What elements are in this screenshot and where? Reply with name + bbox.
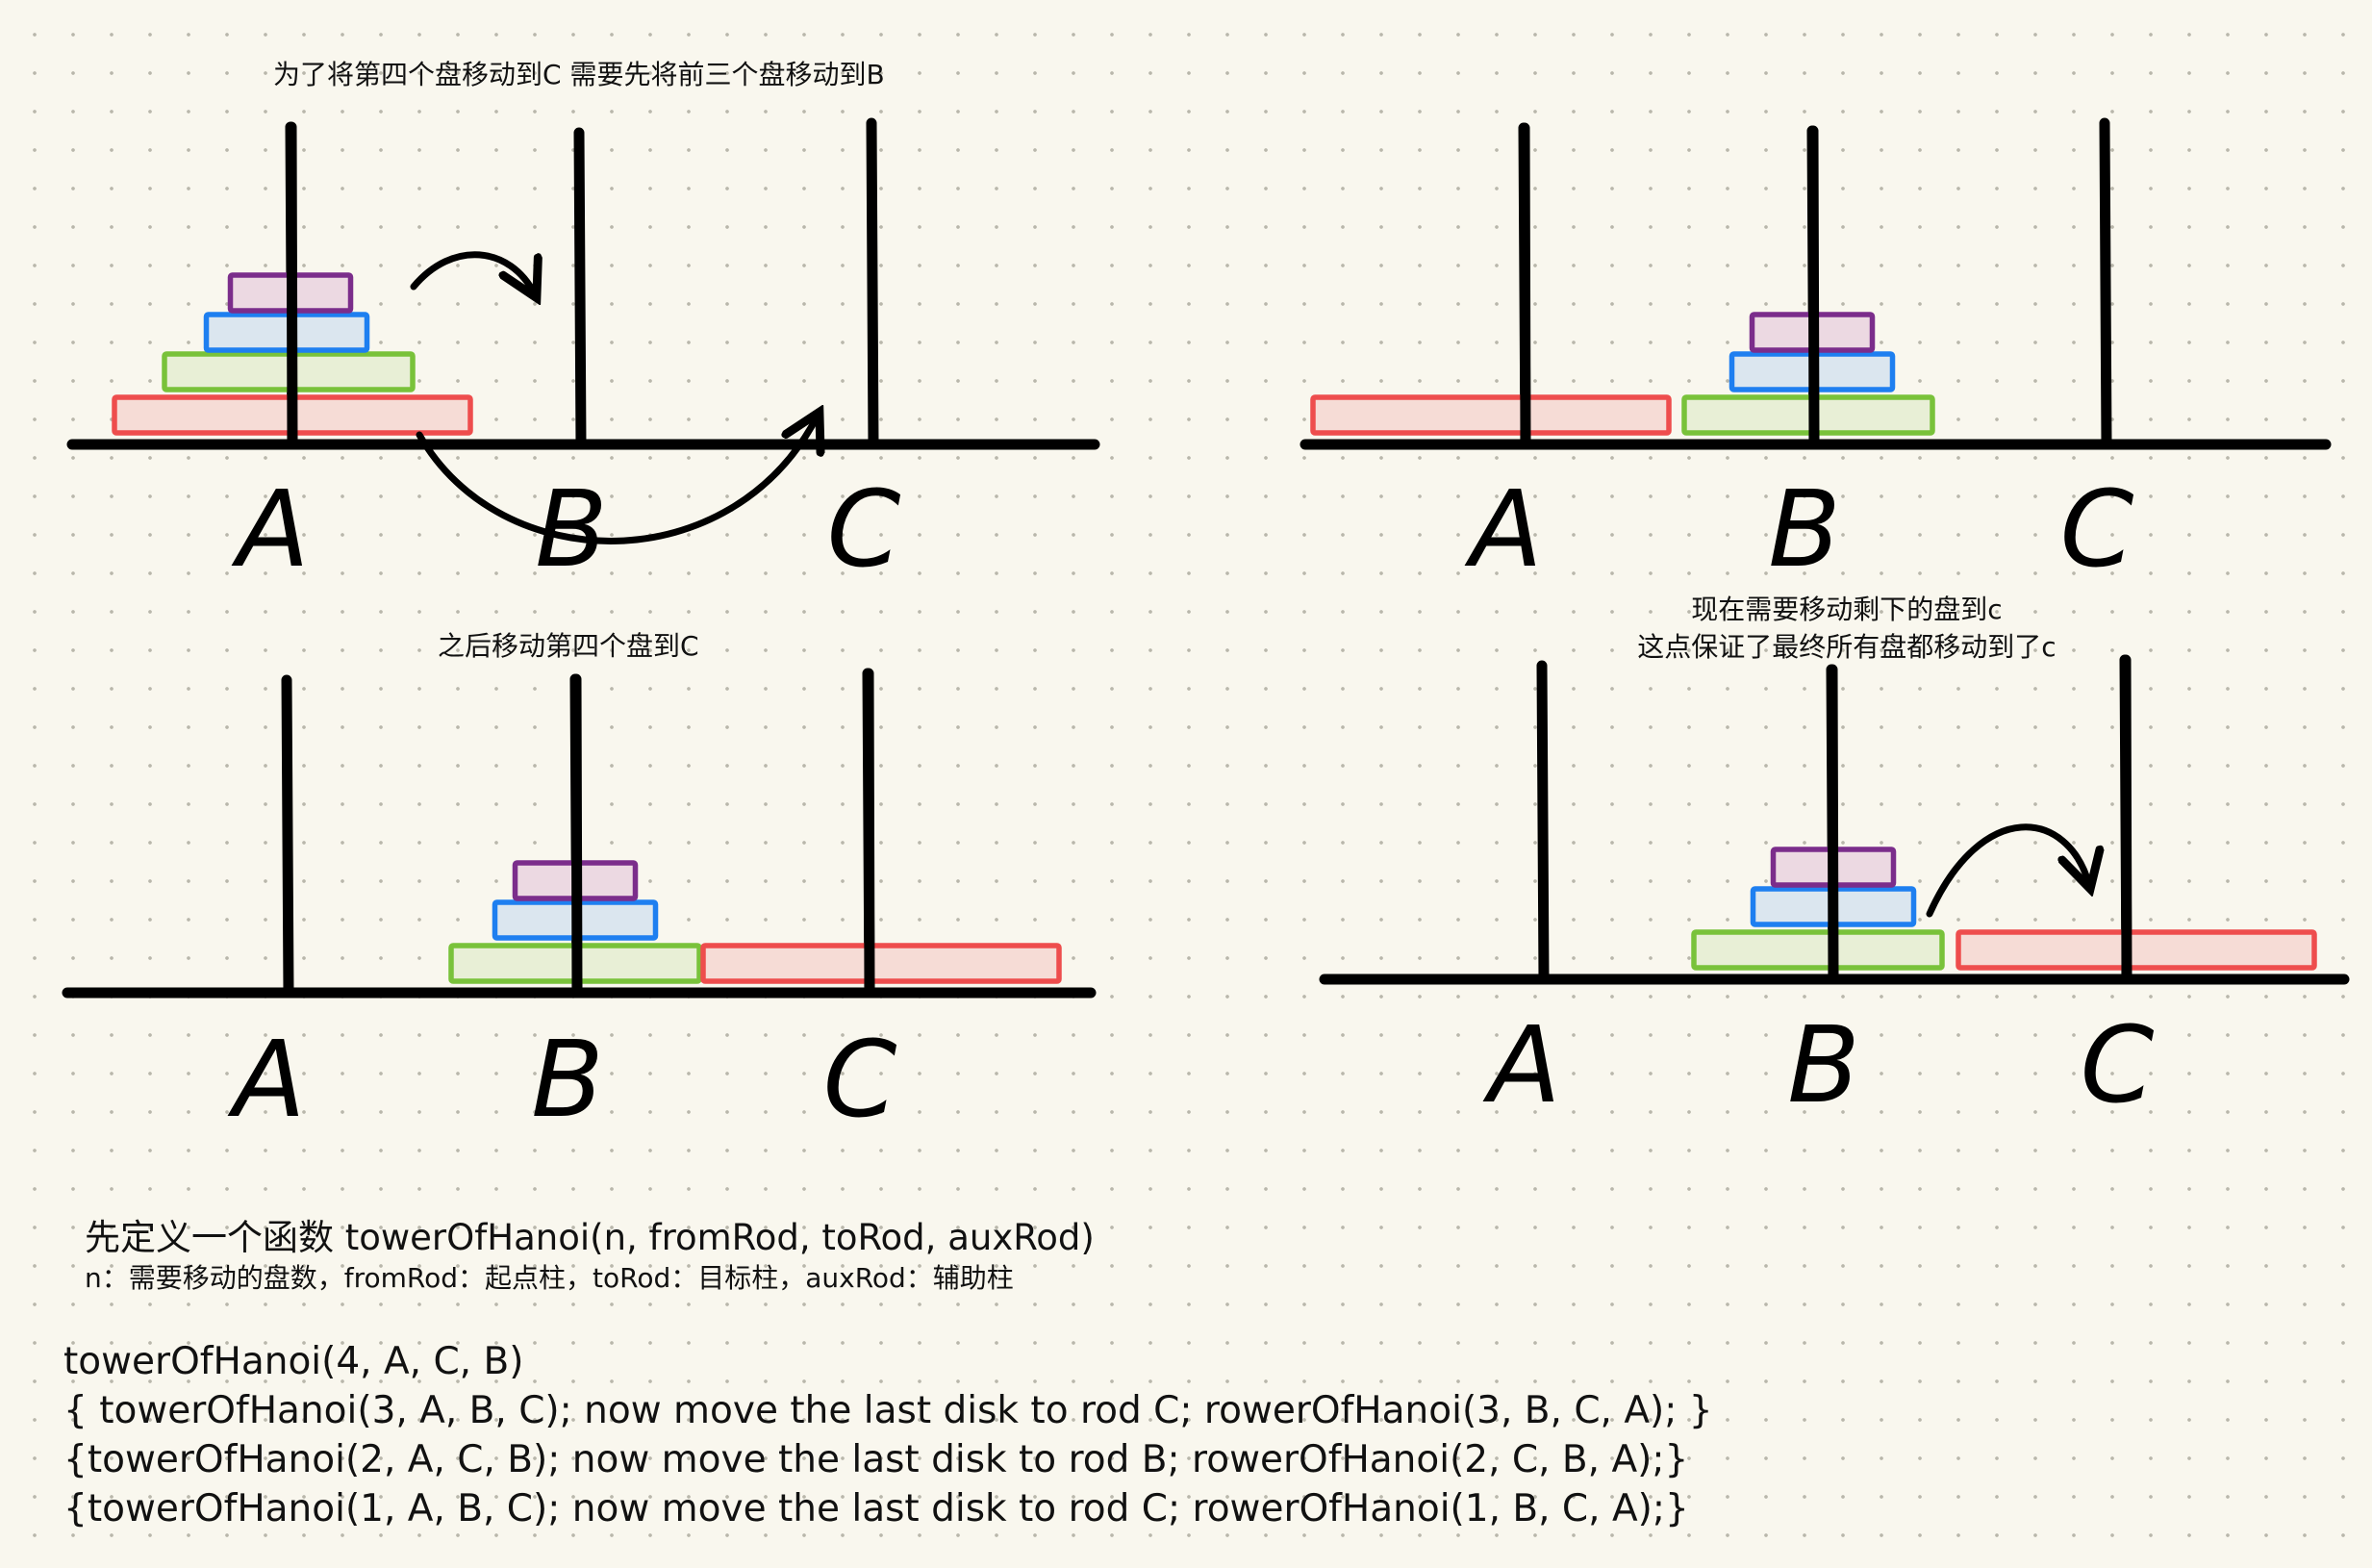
rod-label-c: C xyxy=(823,1018,897,1141)
panel4-caption-line1: 现在需要移动剩下的盘到c xyxy=(1691,594,2003,625)
panel-3: A B C xyxy=(62,668,1097,1141)
rod-label-c: C xyxy=(2081,1003,2155,1126)
code-line: {towerOfHanoi(2, A, C, B); now move the … xyxy=(63,1438,1689,1481)
rod-label-a: A xyxy=(231,468,309,591)
disk-4 xyxy=(700,943,1062,984)
rod-c xyxy=(866,117,879,450)
disk-3 xyxy=(1691,929,1945,971)
rod-c-front xyxy=(863,668,875,999)
rod-label-b: B xyxy=(531,1018,603,1141)
rod-label-c: C xyxy=(2060,468,2134,591)
panel-4: A B C xyxy=(1319,654,2350,1126)
recursion-trace: towerOfHanoi(4, A, C, B) { towerOfHanoi(… xyxy=(63,1337,1713,1533)
code-line: towerOfHanoi(4, A, C, B) xyxy=(63,1340,524,1383)
code-line: { towerOfHanoi(3, A, B, C); now move the… xyxy=(63,1389,1713,1432)
rod-b-front xyxy=(570,673,583,999)
rod-a xyxy=(281,674,294,999)
disk-4 xyxy=(1956,929,2317,971)
disk-2 xyxy=(203,312,370,353)
rod-b-front xyxy=(1827,664,1839,985)
function-definition: 先定义一个函数 towerOfHanoi(n, fromRod, toRod, … xyxy=(85,1217,1095,1258)
panel4-caption-line2: 这点保证了最终所有盘都移动到了c xyxy=(1637,631,2057,663)
rod-a-front xyxy=(1519,122,1531,450)
rod-label-b: B xyxy=(1787,1003,1859,1126)
move-arrow xyxy=(410,251,535,294)
move-arrow xyxy=(1926,823,2089,918)
rod-label-c: C xyxy=(827,468,901,591)
rod-label-a: A xyxy=(1464,468,1542,591)
rod-c-front xyxy=(2120,654,2132,985)
rod-c xyxy=(2099,117,2112,450)
rod-b xyxy=(573,127,587,450)
panel3-caption: 之后移动第四个盘到C xyxy=(438,630,699,662)
rod-b-front xyxy=(1807,125,1820,450)
rod-label-a: A xyxy=(227,1018,305,1141)
move-arrow xyxy=(416,416,818,544)
disk-3 xyxy=(1681,394,1935,436)
rod-a xyxy=(1536,660,1550,985)
code-line: {towerOfHanoi(1, A, B, C); now move the … xyxy=(63,1487,1689,1530)
disk-4 xyxy=(1310,394,1672,436)
parameter-notes: n：需要移动的盘数，fromRod：起点柱，toRod：目标柱，auxRod：辅… xyxy=(85,1262,1014,1294)
panel1-caption: 为了将第四个盘移动到C 需要先将前三个盘移动到B xyxy=(273,59,885,90)
panel-2: A B C xyxy=(1300,117,2332,591)
rod-label-a: A xyxy=(1482,1003,1560,1126)
rod-a-front xyxy=(286,121,298,450)
rod-label-b: B xyxy=(1768,468,1840,591)
